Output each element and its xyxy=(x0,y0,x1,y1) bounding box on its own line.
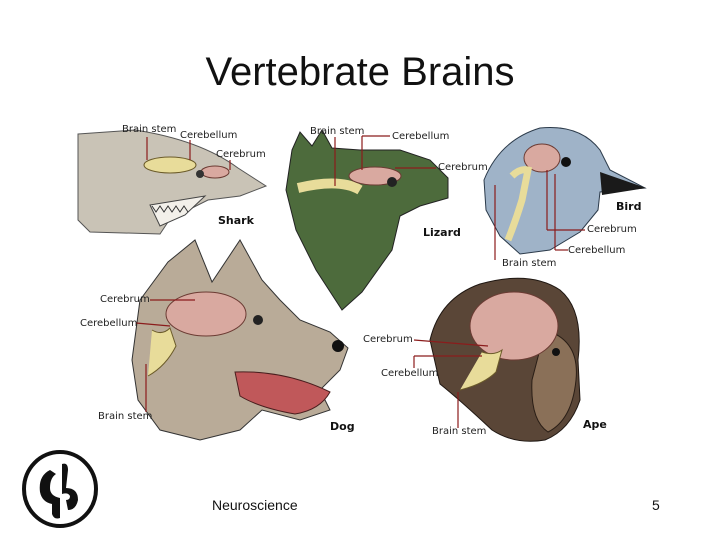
bird-cerebrum-label: Cerebrum xyxy=(587,224,637,235)
bird-name-label: Bird xyxy=(616,200,642,213)
dog-cerebellum-label: Cerebellum xyxy=(80,318,138,329)
footer-text: Neuroscience xyxy=(212,497,298,513)
dog-name-label: Dog xyxy=(330,420,355,433)
slide-title: Vertebrate Brains xyxy=(205,50,515,94)
bird-cerebellum-label: Cerebellum xyxy=(568,245,626,256)
shark-cerebellum-label: Cerebellum xyxy=(180,130,238,141)
shark-brain-stem-label: Brain stem xyxy=(122,124,177,135)
lizard-cerebellum-label: Cerebellum xyxy=(392,131,450,142)
shark-cerebrum-label: Cerebrum xyxy=(216,149,266,160)
ape-cerebrum-label: Cerebrum xyxy=(363,334,413,345)
lizard-cerebrum-label: Cerebrum xyxy=(438,162,488,173)
ape-brain-stem-label: Brain stem xyxy=(432,426,487,437)
dog-cerebrum-label: Cerebrum xyxy=(100,294,150,305)
dog-brain-stem-label: Brain stem xyxy=(98,411,153,422)
lizard-name-label: Lizard xyxy=(423,226,461,239)
ape-cerebellum-label: Cerebellum xyxy=(381,368,439,379)
ape-name-label: Ape xyxy=(583,418,607,431)
bird-brain-stem-label: Brain stem xyxy=(502,258,557,269)
page-number: 5 xyxy=(652,497,660,513)
lizard-brain-stem-label: Brain stem xyxy=(310,126,365,137)
publisher-logo xyxy=(22,450,98,528)
shark-name-label: Shark xyxy=(218,214,254,227)
